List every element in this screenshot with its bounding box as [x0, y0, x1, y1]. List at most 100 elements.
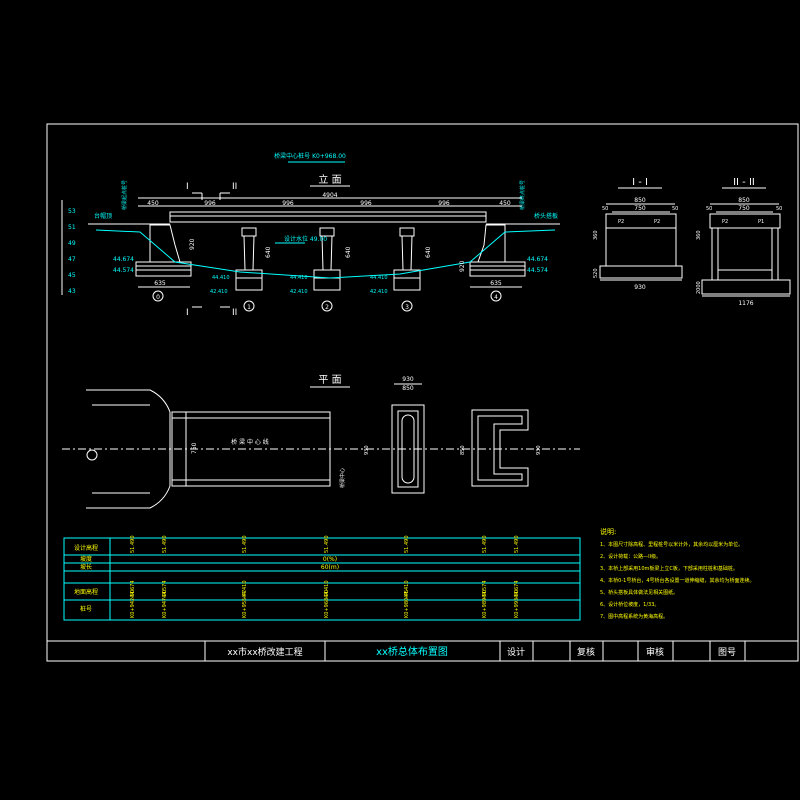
left-label: 台帽顶 — [94, 212, 112, 220]
svg-text:50: 50 — [602, 206, 608, 212]
svg-text:360: 360 — [696, 230, 702, 240]
section1-title: I - I — [632, 177, 648, 188]
svg-text:520: 520 — [593, 268, 599, 278]
svg-text:850: 850 — [460, 445, 466, 455]
svg-text:7、图中高程系统为黄海高程。: 7、图中高程系统为黄海高程。 — [600, 613, 668, 620]
svg-text:47: 47 — [68, 256, 76, 263]
svg-text:750: 750 — [738, 205, 750, 212]
svg-text:0: 0 — [156, 294, 160, 301]
plan-abutment-detail — [471, 409, 529, 487]
svg-text:850: 850 — [634, 197, 646, 204]
notes-title: 说明: — [600, 527, 616, 536]
top-note: 桥梁中心桩号 K0+968.00 — [274, 152, 346, 160]
plan-pier-detail — [391, 404, 425, 494]
section2-abutment — [711, 227, 779, 281]
check-label: 复核 — [577, 646, 595, 658]
svg-text:42.410: 42.410 — [370, 289, 388, 295]
svg-text:44.574: 44.574 — [482, 581, 488, 599]
svg-text:P2: P2 — [654, 219, 660, 225]
svg-text:44.674: 44.674 — [514, 581, 520, 599]
svg-text:750: 750 — [634, 205, 646, 212]
svg-text:地面高程: 地面高程 — [74, 588, 98, 596]
svg-text:45: 45 — [68, 272, 76, 279]
svg-text:930: 930 — [364, 445, 370, 455]
svg-text:996: 996 — [438, 200, 450, 207]
svg-text:P1: P1 — [758, 219, 764, 225]
section2-title: II - II — [733, 177, 755, 188]
svg-text:2: 2 — [325, 304, 329, 311]
svg-text:850: 850 — [738, 197, 750, 204]
svg-text:996: 996 — [282, 200, 294, 207]
drawing-no-label: 图号 — [718, 647, 736, 658]
svg-text:450: 450 — [147, 200, 159, 207]
design-label: 设计 — [507, 646, 525, 658]
svg-text:49: 49 — [68, 240, 76, 247]
svg-text:5、桥头搭板具体做法见相关图纸。: 5、桥头搭板具体做法见相关图纸。 — [600, 589, 678, 596]
svg-text:930: 930 — [536, 445, 542, 455]
svg-text:坡度: 坡度 — [80, 555, 92, 563]
review-label: 审核 — [646, 646, 664, 658]
svg-text:44.410: 44.410 — [212, 275, 230, 281]
svg-text:44.574: 44.574 — [527, 267, 548, 274]
svg-text:51.490: 51.490 — [130, 536, 136, 554]
svg-text:2000: 2000 — [696, 281, 702, 294]
svg-text:1: 1 — [247, 304, 251, 311]
svg-text:3: 3 — [405, 304, 409, 311]
svg-text:920: 920 — [189, 238, 196, 250]
svg-text:51.490: 51.490 — [324, 536, 330, 554]
svg-text:51: 51 — [68, 224, 76, 231]
svg-text:K0+947.00: K0+947.00 — [162, 590, 168, 618]
svg-text:1176: 1176 — [738, 300, 753, 307]
svg-text:996: 996 — [360, 200, 372, 207]
svg-text:6、设计桥位坡度，1/33。: 6、设计桥位坡度，1/33。 — [600, 601, 659, 608]
svg-text:930: 930 — [402, 376, 414, 383]
svg-text:44.574: 44.574 — [162, 581, 168, 599]
svg-text:K0+968.00: K0+968.00 — [324, 590, 330, 618]
section-mark-ii-top: II — [232, 182, 237, 192]
svg-text:640: 640 — [425, 246, 432, 258]
pier-1 — [235, 227, 263, 291]
svg-text:51.490: 51.490 — [162, 536, 168, 554]
water-level: 设计水位 49.00 — [284, 235, 327, 243]
svg-text:K0+955.47: K0+955.47 — [242, 590, 248, 618]
svg-text:2、设计荷载：公路—II级。: 2、设计荷载：公路—II级。 — [600, 553, 661, 560]
svg-text:640: 640 — [345, 246, 352, 258]
drawing-name: xx桥总体布置图 — [376, 645, 448, 658]
svg-text:44.574: 44.574 — [113, 267, 134, 274]
svg-text:42.410: 42.410 — [210, 289, 228, 295]
svg-text:4、本桥0-1号桥台，4号桥台各设置一道伸缩缝，其余均为桥面: 4、本桥0-1号桥台，4号桥台各设置一道伸缩缝，其余均为桥面连续。 — [600, 577, 755, 584]
svg-text:44.674: 44.674 — [130, 581, 136, 599]
svg-text:坡长: 坡长 — [80, 563, 92, 571]
svg-text:635: 635 — [490, 280, 502, 287]
svg-text:750: 750 — [191, 442, 198, 454]
svg-text:50: 50 — [672, 206, 678, 212]
svg-text:44.674: 44.674 — [527, 256, 548, 263]
svg-text:44.410: 44.410 — [370, 275, 388, 281]
left-annotation: 桥梁起点桩号 — [121, 180, 128, 210]
svg-text:44.410: 44.410 — [324, 581, 330, 599]
svg-text:51.490: 51.490 — [242, 536, 248, 554]
svg-text:60(m): 60(m) — [321, 564, 339, 571]
svg-text:P2: P2 — [618, 219, 624, 225]
svg-text:44.410: 44.410 — [242, 581, 248, 599]
ground-line — [95, 229, 556, 279]
svg-text:4: 4 — [494, 294, 498, 301]
svg-text:设计高程: 设计高程 — [74, 544, 98, 552]
profile-table — [63, 537, 581, 621]
pier-3 — [393, 227, 421, 291]
right-label: 桥头搭板 — [534, 212, 558, 220]
outer-frame — [46, 123, 799, 662]
right-annotation: 桥梁终点桩号 — [519, 180, 526, 210]
plan-title: 平 面 — [318, 375, 341, 386]
plan-center-label: 桥 梁 中 心 线 — [231, 438, 269, 446]
section2-deck — [709, 213, 781, 229]
svg-text:桥梁中心: 桥梁中心 — [339, 468, 346, 488]
svg-text:920: 920 — [459, 260, 466, 272]
total-length: 4904 — [322, 192, 337, 199]
svg-text:450: 450 — [499, 200, 511, 207]
svg-text:44.674: 44.674 — [113, 256, 134, 263]
svg-text:50: 50 — [706, 206, 712, 212]
svg-text:51.490: 51.490 — [404, 536, 410, 554]
left-abutment — [149, 224, 181, 263]
svg-text:K0+993.50: K0+993.50 — [514, 590, 520, 618]
